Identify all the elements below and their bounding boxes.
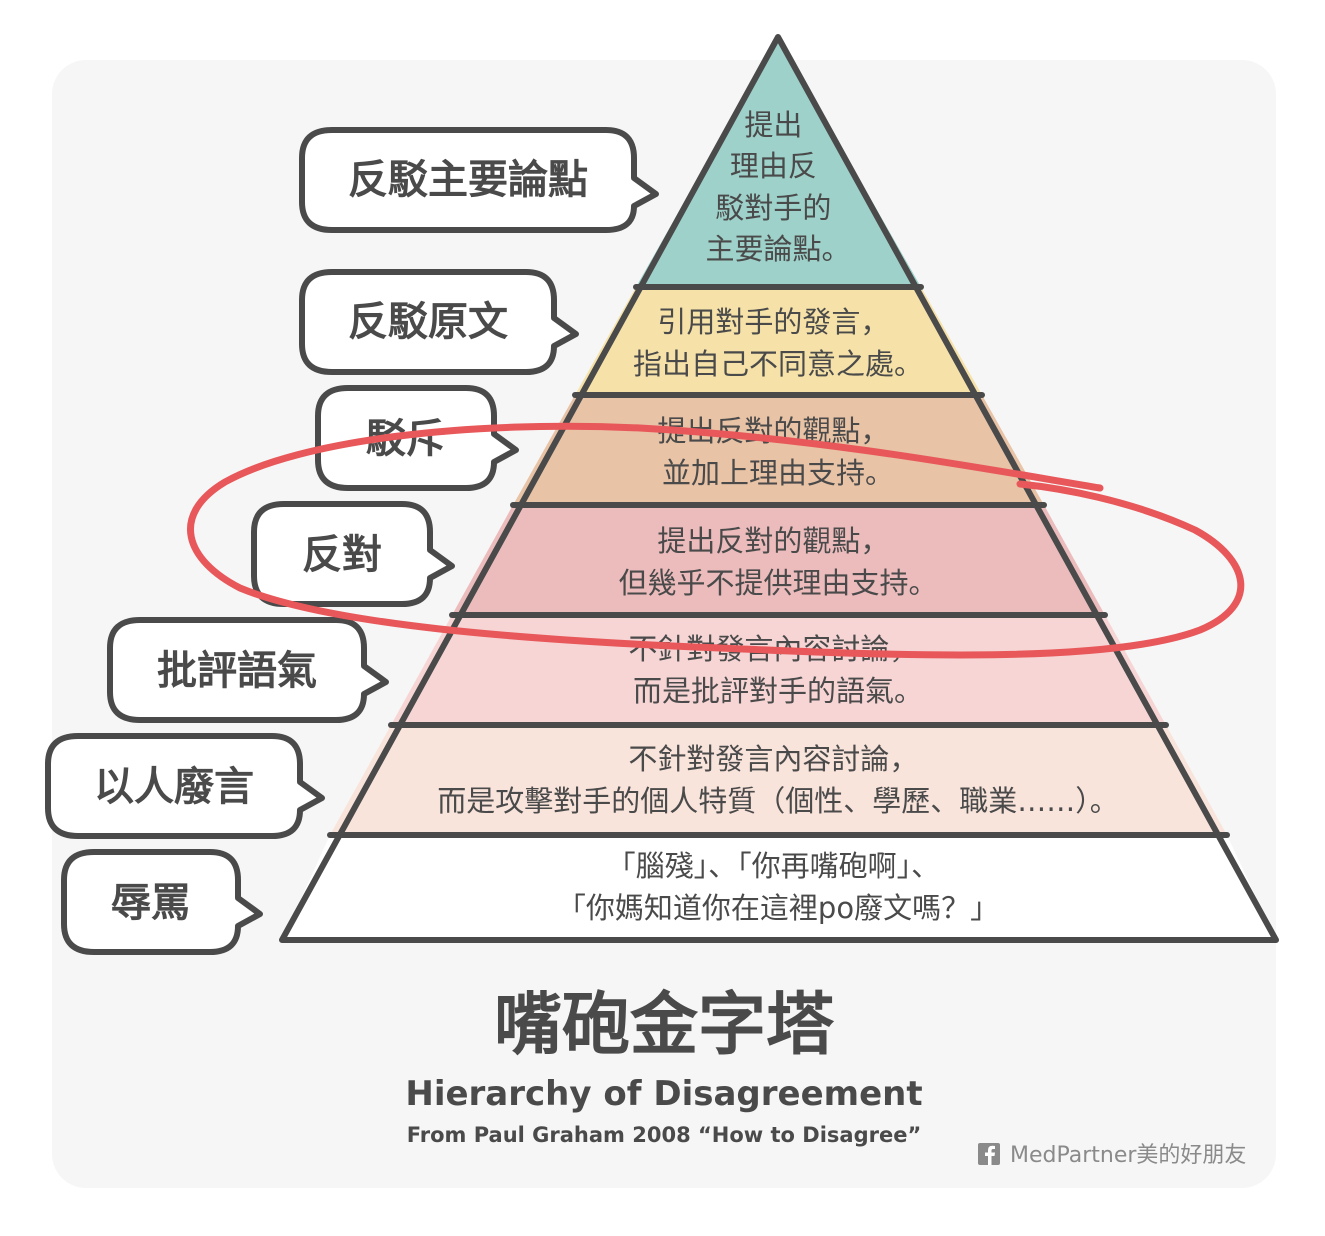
- layer-1-line-1: 提出: [744, 108, 802, 142]
- pyramid-outline: [279, 34, 1279, 943]
- bubble-label-level-5: 批評語氣: [157, 648, 317, 694]
- layer-6-text: 不針對發言內容討論， 而是攻擊對手的個人特質（個性、學歷、職業……）。: [437, 742, 1119, 818]
- layer-5-text: 不針對發言內容討論， 而是批評對手的語氣。: [628, 632, 927, 708]
- layer-1-text: 提出 理由反 駁對手的 主要論點。: [705, 108, 850, 266]
- bubble-label-level-4: 反對: [302, 532, 382, 578]
- layer-7-text: 「腦殘」、「你再嘴砲啊」、 「你媽知道你在這裡po廢文嗎？」: [557, 849, 999, 925]
- layer-1-fill: [636, 37, 921, 287]
- facebook-icon: [978, 1143, 1000, 1165]
- bubble-label-level-6: 以人廢言: [94, 764, 254, 810]
- watermark-text: MedPartner美的好朋友: [1010, 1143, 1246, 1168]
- layer-3-fill: [513, 395, 1044, 505]
- layer-4-line-1: 提出反對的觀點，: [657, 524, 889, 558]
- bubble-label-level-7: 辱罵: [111, 880, 191, 926]
- layer-5-line-2: 而是批評對手的語氣。: [633, 674, 923, 708]
- pyramid-layers: [282, 37, 1276, 940]
- bubble-level-2: [299, 269, 579, 375]
- layer-7-line-2: 「你媽知道你在這裡po廢文嗎？」: [557, 891, 999, 925]
- bubble-level-7: [61, 849, 263, 955]
- layer-7-line-1: 「腦殘」、「你再嘴砲啊」、: [607, 849, 941, 883]
- layer-4-line-2: 但幾乎不提供理由支持。: [618, 566, 937, 600]
- layer-3-line-2: 並加上理由支持。: [662, 456, 894, 490]
- bubble-label-level-2: 反駁原文: [348, 299, 508, 345]
- bubble-level-3: [315, 385, 519, 491]
- layer-2-text: 引用對手的發言， 指出自己不同意之處。: [633, 305, 923, 381]
- layer-2-line-2: 指出自己不同意之處。: [633, 347, 923, 381]
- layer-6-fill: [330, 725, 1227, 835]
- bubble-level-4: [251, 501, 455, 607]
- layer-7-fill: [282, 835, 1276, 940]
- source-credit: From Paul Graham 2008 “How to Disagree”: [407, 1123, 922, 1147]
- bubble-level-6: [45, 733, 325, 839]
- highlight-circle: [187, 422, 1245, 659]
- layer-2-fill: [575, 287, 982, 395]
- layer-4-fill: [452, 505, 1105, 615]
- bubble-level-1: [299, 127, 659, 233]
- layer-2-line-1: 引用對手的發言，: [657, 305, 889, 339]
- layer-4-text: 提出反對的觀點， 但幾乎不提供理由支持。: [618, 524, 937, 600]
- layer-1-line-4: 主要論點。: [705, 232, 850, 266]
- bubble-label-level-1: 反駁主要論點: [348, 157, 588, 203]
- bubble-level-5: [107, 617, 389, 723]
- layer-1-line-2: 理由反: [730, 149, 817, 183]
- layer-6-line-1: 不針對發言內容討論，: [628, 742, 918, 776]
- title-english: Hierarchy of Disagreement: [405, 1074, 922, 1114]
- layer-1-line-3: 駁對手的: [715, 191, 831, 225]
- layer-6-line-2: 而是攻擊對手的個人特質（個性、學歷、職業……）。: [437, 784, 1119, 818]
- title-chinese: 嘴砲金字塔: [494, 986, 835, 1065]
